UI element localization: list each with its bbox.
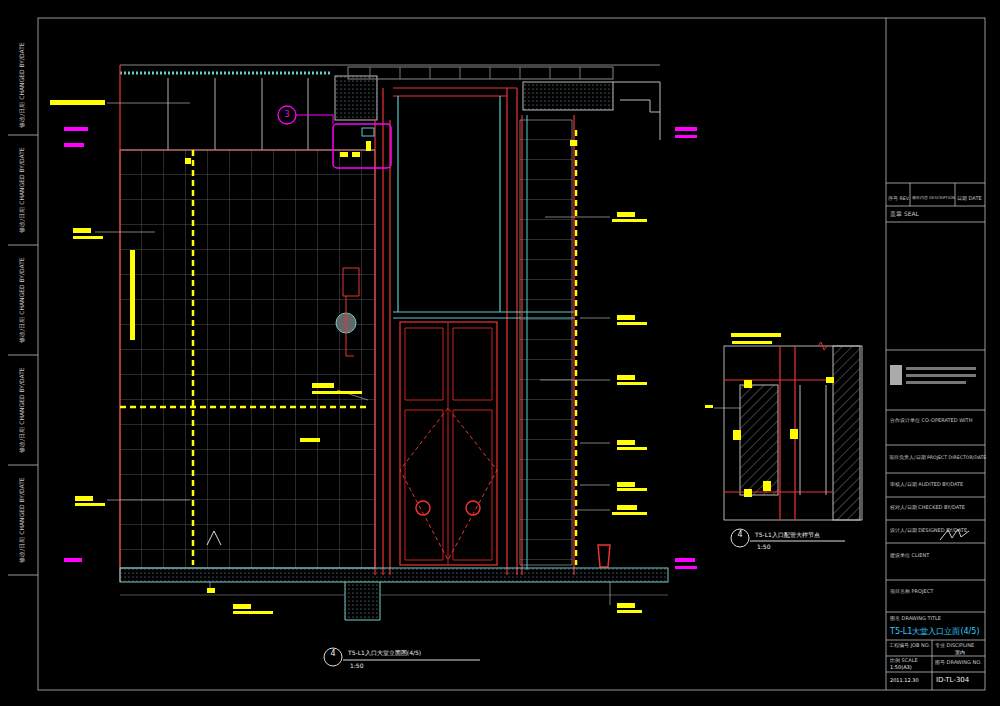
- title-bubbles: [324, 529, 845, 666]
- sheet-label: 序号 REV.: [888, 196, 910, 201]
- tile-wall: [120, 65, 576, 582]
- sheet-label: T5-L1入口配管大样节点: [755, 532, 820, 539]
- sheet-label: ID-TL-304: [936, 677, 969, 685]
- sheet-frame: [8, 18, 985, 690]
- floor-slab: [120, 568, 668, 620]
- sheet-label: 3: [284, 111, 289, 120]
- sheet-label: 1:50(A3): [890, 665, 912, 671]
- sheet-label: 修改/日期 CHANGED BY/DATE: [19, 257, 26, 342]
- sheet-label: 2011.12.30: [890, 678, 919, 684]
- sheet-label: 工程编号 JOB NO.: [889, 643, 930, 649]
- sheet-label: 比例 SCALE: [890, 658, 918, 664]
- sheet-label: 修改/日期 CHANGED BY/DATE: [19, 42, 26, 127]
- sheet-label: 修改内容 DESCRIPTION: [912, 196, 955, 200]
- sheet-label: 审核人/日期 AUDITED BY/DATE: [890, 482, 963, 488]
- sheet-label: 室内: [955, 650, 965, 656]
- sheet-label: 图名 DRAWING TITLE: [890, 616, 941, 622]
- sheet-label: 1:50: [350, 663, 363, 670]
- sheet-label: 日期 DATE: [957, 196, 982, 202]
- sheet-label: 项目负责人/日期 PROJECT DIRECTOR/DATE: [889, 455, 986, 460]
- sheet-label: T5-L1入口大堂立面图(4/5): [348, 650, 421, 657]
- node-detail: [705, 333, 862, 520]
- sheet-label: 修改/日期 CHANGED BY/DATE: [19, 367, 26, 452]
- sheet-label: 设计人/日期 DESIGNED BY/DATE: [890, 528, 967, 534]
- sheet-label: 合作设计单位 CO-OPERATED WITH: [890, 418, 972, 424]
- sheet-label: 修改/日期 CHANGED BY/DATE: [19, 477, 26, 562]
- sheet-label: 专业 DISCIPLINE: [935, 643, 974, 649]
- sheet-label: 图号 DRAWING NO.: [935, 660, 982, 666]
- text-tags: [50, 100, 697, 614]
- company-logo: [890, 365, 976, 385]
- sheet-label: 建设单位 CLIENT: [890, 553, 929, 559]
- entrance-door: [375, 88, 610, 575]
- sheet-label: 项目名称 PROJECT: [890, 589, 933, 595]
- sheet-label: 1:50: [757, 544, 770, 551]
- sheet-label: 校对人/日期 CHECKED BY/DATE: [890, 505, 965, 511]
- sheet-label: 4: [737, 531, 742, 540]
- detail-callout: [278, 106, 391, 168]
- sheet-label: 盖章 SEAL: [890, 211, 919, 218]
- drawing-title: T5-L1大堂入口立面(4/5): [890, 628, 980, 637]
- sheet-label: 修改/日期 CHANGED BY/DATE: [19, 147, 26, 232]
- sheet-label: 4: [330, 650, 335, 659]
- leader-lines: [95, 103, 610, 605]
